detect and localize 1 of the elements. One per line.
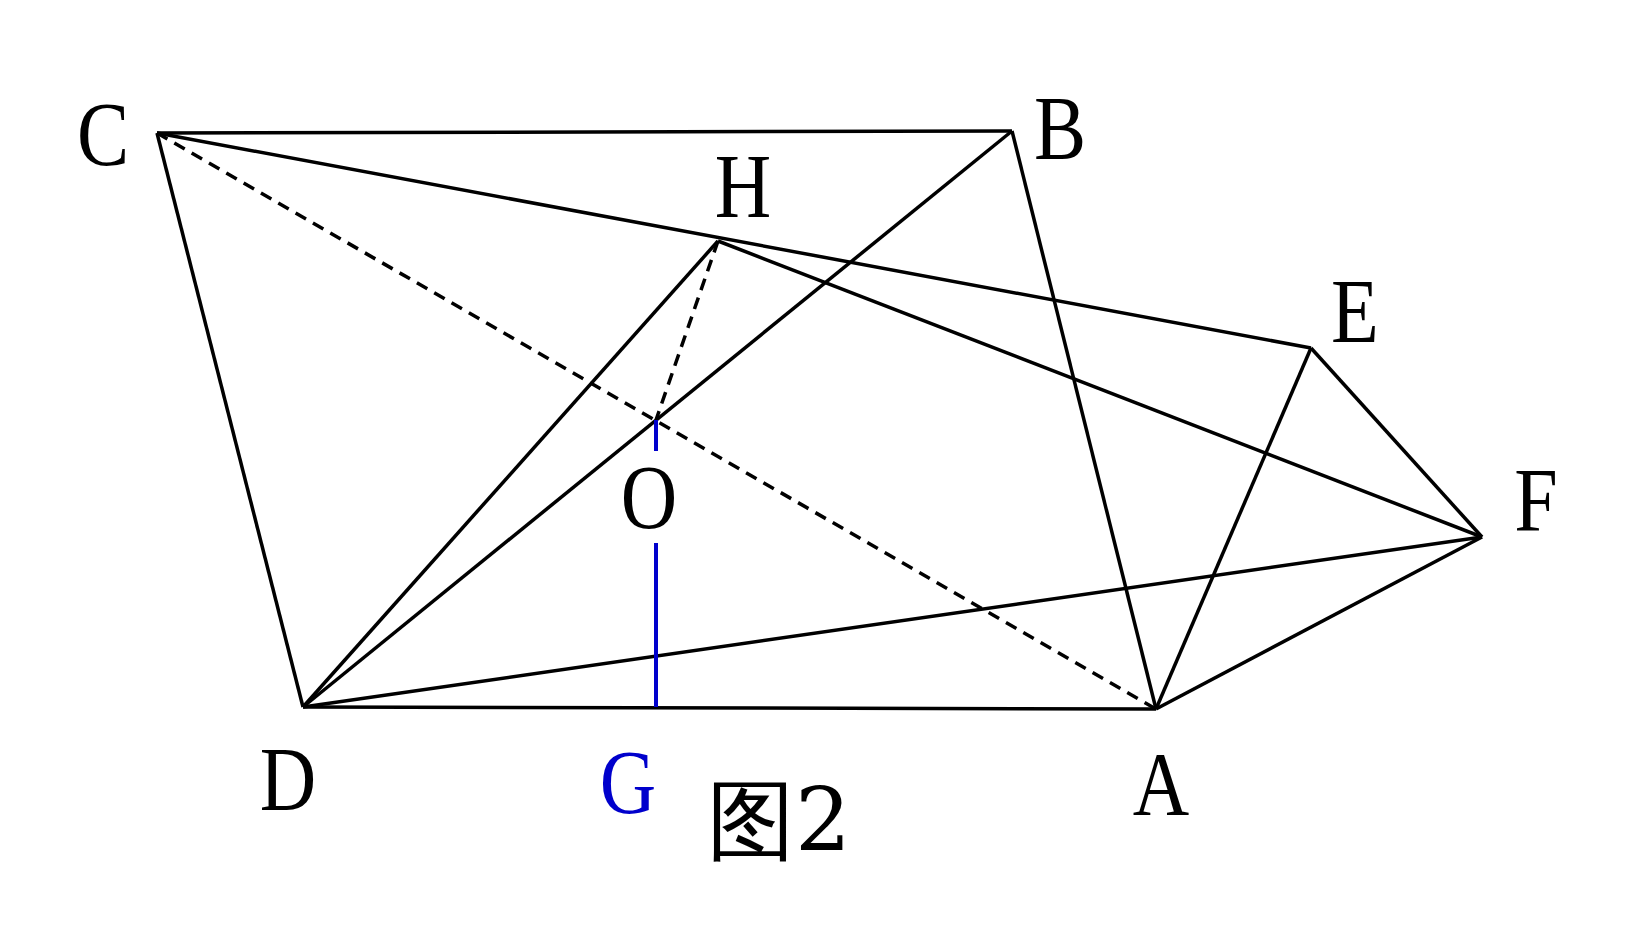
figure-caption: 图2 — [707, 777, 851, 865]
